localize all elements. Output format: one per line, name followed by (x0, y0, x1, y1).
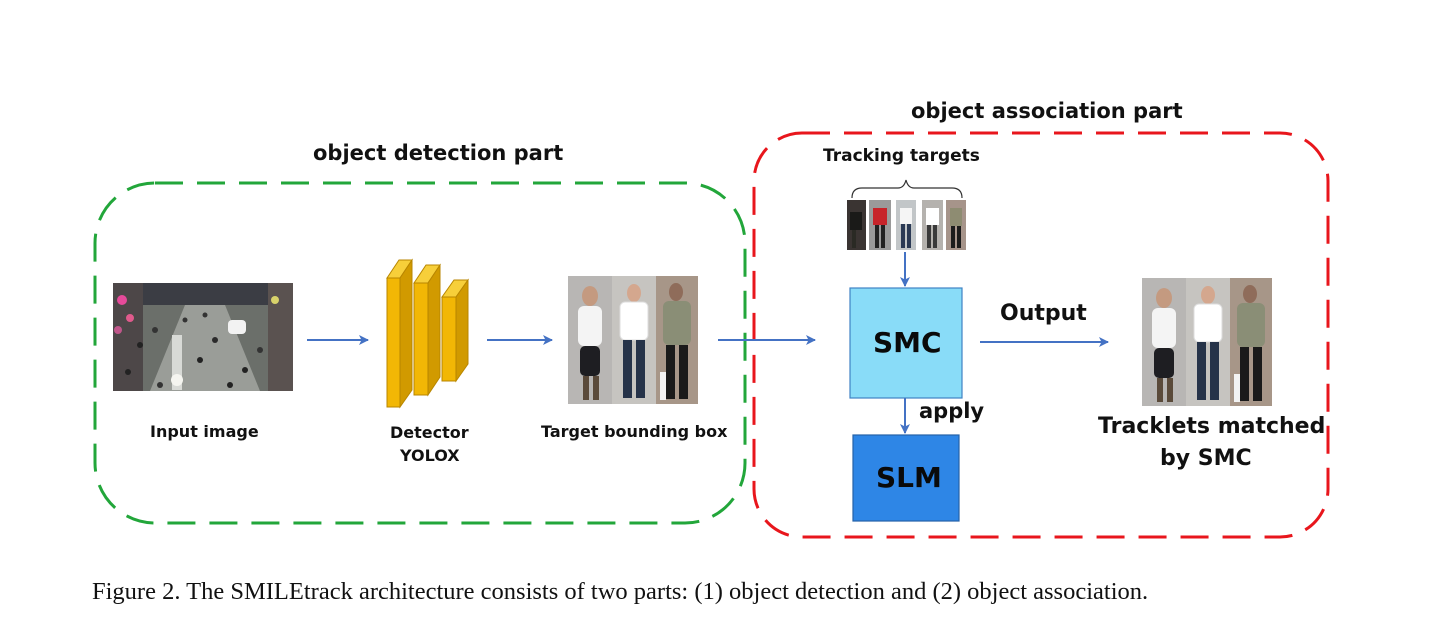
detector-label-line1: Detector (390, 423, 469, 442)
result-label-line1: Tracklets matched (1098, 414, 1326, 439)
output-crops (1142, 278, 1272, 406)
tracking-brace (851, 179, 963, 199)
apply-label: apply (919, 399, 985, 423)
smc-box (849, 287, 963, 399)
slm-box (852, 434, 960, 522)
smc-label: SMC (873, 326, 942, 359)
detector-label-line2: YOLOX (400, 446, 460, 465)
bbox-label: Target bounding box (541, 422, 728, 441)
tracking-targets-label: Tracking targets (823, 146, 980, 166)
figure-caption: Figure 2. The SMILEtrack architecture co… (92, 578, 1149, 605)
association-part-title: object association part (911, 99, 1183, 123)
tracking-thumbnails (847, 200, 966, 250)
input-image-label: Input image (150, 422, 259, 441)
detection-part-border (93, 181, 747, 525)
slm-label: SLM (876, 461, 942, 494)
detection-part-title: object detection part (313, 141, 564, 165)
input-image (113, 283, 293, 391)
association-part-border (752, 131, 1330, 539)
bbox-crops (568, 276, 698, 404)
result-label-line2: by SMC (1160, 446, 1252, 471)
detector-icon (386, 258, 469, 409)
output-label: Output (1000, 301, 1087, 326)
